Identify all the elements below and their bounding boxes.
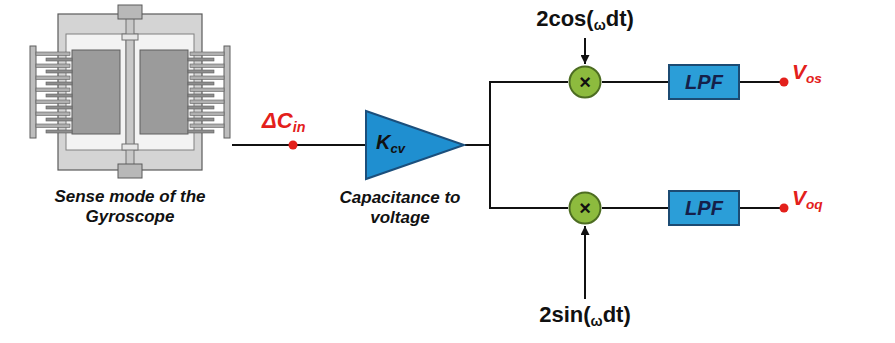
text-part: 2cos( [536, 6, 593, 31]
comb-finger [46, 106, 72, 109]
multiplier-circle-shape [570, 67, 601, 98]
comb-finger [190, 52, 224, 56]
gain-symbol: Kcv [376, 131, 405, 154]
comb-finger [190, 100, 224, 104]
comb-finger [46, 130, 72, 133]
comb-finger [36, 112, 70, 116]
multiplier-circle: × [568, 65, 602, 99]
comb-finger [188, 58, 214, 61]
comb-finger [36, 52, 70, 56]
comb-finger [190, 88, 224, 92]
comb-finger [188, 130, 214, 133]
multiply-sign: × [579, 72, 591, 92]
comb-finger [188, 106, 214, 109]
gyroscope-sense-mode: Sense mode of the Gyroscope [28, 4, 232, 236]
subscript: cv [390, 141, 404, 156]
text-part: V [792, 60, 806, 83]
block-caption: Capacitance to voltage [333, 188, 467, 227]
multiply-sign: × [579, 198, 591, 218]
carrier-arrow [584, 226, 586, 299]
output-signal: Voq [792, 186, 823, 210]
carrier-arrow [584, 38, 586, 64]
filter-name: LPF [685, 71, 723, 94]
comb-finger [36, 76, 70, 80]
gyroscope-illustration [28, 4, 232, 179]
comb-finger [188, 70, 214, 73]
output-wire [740, 207, 780, 209]
comb-finger [190, 124, 224, 128]
text-part: ΔC [262, 108, 293, 133]
output-wire [740, 81, 780, 83]
multiplier-circle-shape [570, 193, 601, 224]
carrier-signal: 2cos(ωdt) [536, 6, 634, 31]
signal-wire [602, 207, 668, 209]
comb-finger [36, 124, 70, 128]
filter-name: LPF [685, 197, 723, 220]
comb-finger [188, 118, 214, 121]
amplifier-triangle-shape [366, 111, 464, 179]
subscript: oq [806, 197, 823, 212]
output-signal: Vos [792, 60, 822, 84]
text-part: 2sin( [539, 302, 590, 327]
comb-finger [46, 94, 72, 97]
lowpass-filter-box: LPF [668, 64, 740, 100]
comb-finger [36, 88, 70, 92]
comb-finger [190, 112, 224, 116]
text-part: K [376, 131, 390, 153]
carrier-signal: 2sin(ωdt) [539, 302, 631, 327]
comb-finger [46, 118, 72, 121]
comb-finger [188, 82, 214, 85]
comb-finger [188, 94, 214, 97]
signal-wire [232, 144, 365, 146]
text-part: V [792, 186, 806, 209]
comb-finger [46, 70, 72, 73]
input-signal: ΔCin [262, 108, 305, 133]
multiplier-circle: × [568, 191, 602, 225]
signal-node-dot [289, 141, 298, 150]
comb-finger [190, 76, 224, 80]
comb-finger [46, 58, 72, 61]
subscript: os [806, 71, 822, 86]
text-part: dt) [603, 302, 631, 327]
lowpass-filter-box: LPF [668, 190, 740, 226]
signal-wire [465, 145, 568, 208]
amplifier-triangle: KcvCapacitance to voltage [365, 110, 465, 180]
output-terminal [780, 204, 789, 213]
comb-finger [190, 64, 224, 68]
signal-wire [465, 82, 568, 145]
comb-finger [36, 100, 70, 104]
signal-wire [602, 81, 668, 83]
subscript: ω [594, 17, 606, 33]
figure-caption: Sense mode of the Gyroscope [28, 187, 232, 226]
text-part: dt) [606, 6, 634, 31]
subscript: in [293, 119, 306, 135]
output-terminal [780, 78, 789, 87]
comb-finger [46, 82, 72, 85]
comb-finger [36, 64, 70, 68]
subscript: ω [591, 313, 603, 329]
